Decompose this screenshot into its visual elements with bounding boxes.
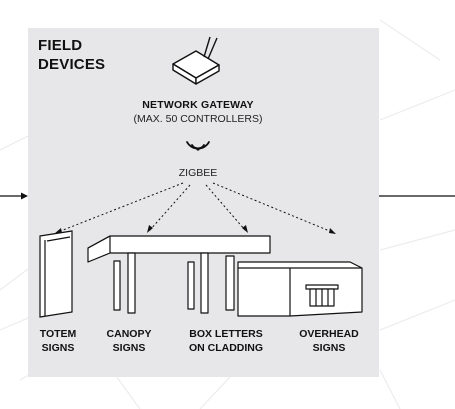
device-label-line2: ON CLADDING	[188, 342, 264, 354]
wireless-signal-icon	[186, 141, 210, 151]
gateway-subtitle: (MAX. 50 CONTROLLERS)	[133, 113, 263, 125]
totem-sign-illustration	[39, 230, 73, 318]
device-label-overhead: OVERHEAD SIGNS	[288, 327, 370, 355]
canopy-illustration	[87, 235, 363, 317]
device-label-box-letters: BOX LETTERS ON CLADDING	[176, 327, 276, 355]
device-label-line1: OVERHEAD	[299, 328, 359, 340]
section-title-line2: DEVICES	[38, 56, 106, 73]
gateway-device-icon	[172, 36, 220, 85]
device-label-line1: TOTEM	[39, 328, 77, 340]
field-devices-panel	[28, 28, 379, 377]
protocol-label: ZIGBEE	[178, 167, 218, 179]
device-label-line2: SIGNS	[312, 342, 346, 354]
device-label-totem: TOTEM SIGNS	[28, 327, 88, 355]
connection-arrowheads	[54, 225, 336, 234]
section-title: FIELD DEVICES	[38, 36, 105, 74]
device-label-line1: CANOPY	[106, 328, 152, 340]
section-title-line1: FIELD	[38, 37, 83, 54]
device-label-line2: SIGNS	[41, 342, 75, 354]
gateway-title: NETWORK GATEWAY	[142, 99, 254, 111]
zigbee-connections	[57, 182, 333, 233]
device-label-line1: BOX LETTERS	[189, 328, 263, 340]
device-label-canopy: CANOPY SIGNS	[96, 327, 162, 355]
incoming-connection-arrow	[0, 192, 28, 200]
device-label-line2: SIGNS	[112, 342, 146, 354]
